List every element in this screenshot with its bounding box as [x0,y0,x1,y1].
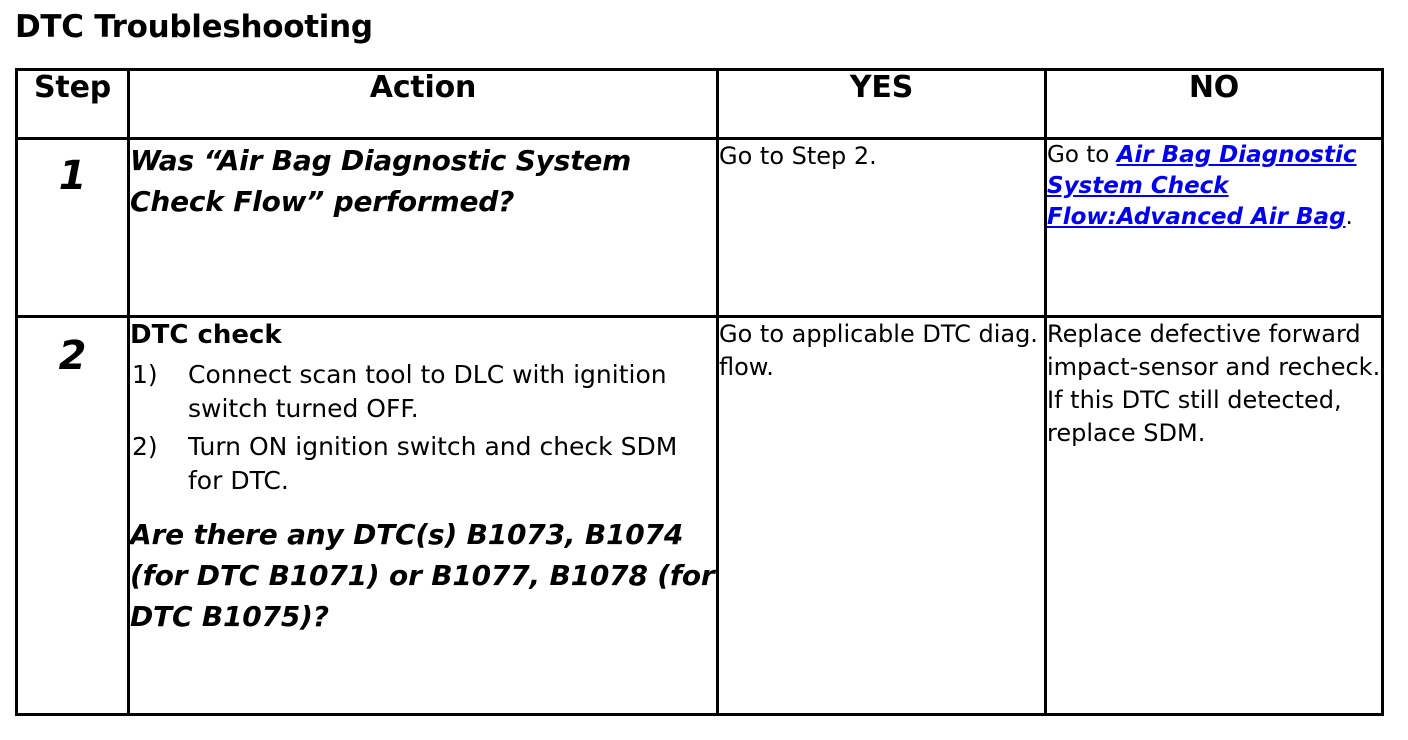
no-cell-1: Go to Air Bag Diagnostic System Check Fl… [1044,137,1384,318]
list-item: 2) Turn ON ignition switch and check SDM… [130,430,716,498]
action-substep-list: 1) Connect scan tool to DLC with ignitio… [130,358,716,498]
list-item: 1) Connect scan tool to DLC with ignitio… [130,358,716,426]
table-row: 2 DTC check 1) Connect scan tool to DLC … [15,315,1384,716]
column-header-yes: YES [716,68,1047,140]
action-cell-2: DTC check 1) Connect scan tool to DLC wi… [127,315,719,716]
step-number-cell-1: 1 [15,137,130,318]
table-header-row: Step Action YES NO [15,68,1384,140]
step-number-2: 2 [58,333,87,379]
column-header-no: NO [1044,68,1384,140]
yes-result-1: Go to Step 2. [719,142,877,170]
table-row: 1 Was “Air Bag Diagnostic System Check F… [15,137,1384,318]
action-heading-2: DTC check [130,320,282,350]
column-header-action: Action [127,68,719,140]
no-result-2: Replace defective forward impact-sensor … [1047,320,1381,447]
no-result-1: Go to Air Bag Diagnostic System Check Fl… [1047,140,1381,233]
action-question-2: Are there any DTC(s) B1073, B1074 (for D… [130,518,715,633]
column-header-step: Step [15,68,130,140]
air-bag-diagnostic-system-check-flow-link[interactable]: Air Bag Diagnostic System Check Flow:Adv… [1047,142,1357,230]
yes-cell-2: Go to applicable DTC diag. flow. [716,315,1047,716]
step-number-1: 1 [58,153,87,199]
list-item-marker: 2) [132,432,158,461]
list-item-text: Turn ON ignition switch and check SDM fo… [188,432,678,495]
list-item-text: Connect scan tool to DLC with ignition s… [188,360,667,423]
step-number-cell-2: 2 [15,315,130,716]
dtc-troubleshooting-table: Step Action YES NO 1 Was “Air Bag Diagno… [15,68,1384,716]
list-item-marker: 1) [132,360,158,389]
action-question-1: Was “Air Bag Diagnostic System Check Flo… [130,144,632,218]
no-result-suffix-1: . [1345,204,1353,230]
page-title: DTC Troubleshooting [15,9,373,45]
action-cell-1: Was “Air Bag Diagnostic System Check Flo… [127,137,719,318]
no-cell-2: Replace defective forward impact-sensor … [1044,315,1384,716]
yes-result-2: Go to applicable DTC diag. flow. [719,320,1038,381]
yes-cell-1: Go to Step 2. [716,137,1047,318]
no-result-prefix-1: Go to [1047,142,1117,168]
